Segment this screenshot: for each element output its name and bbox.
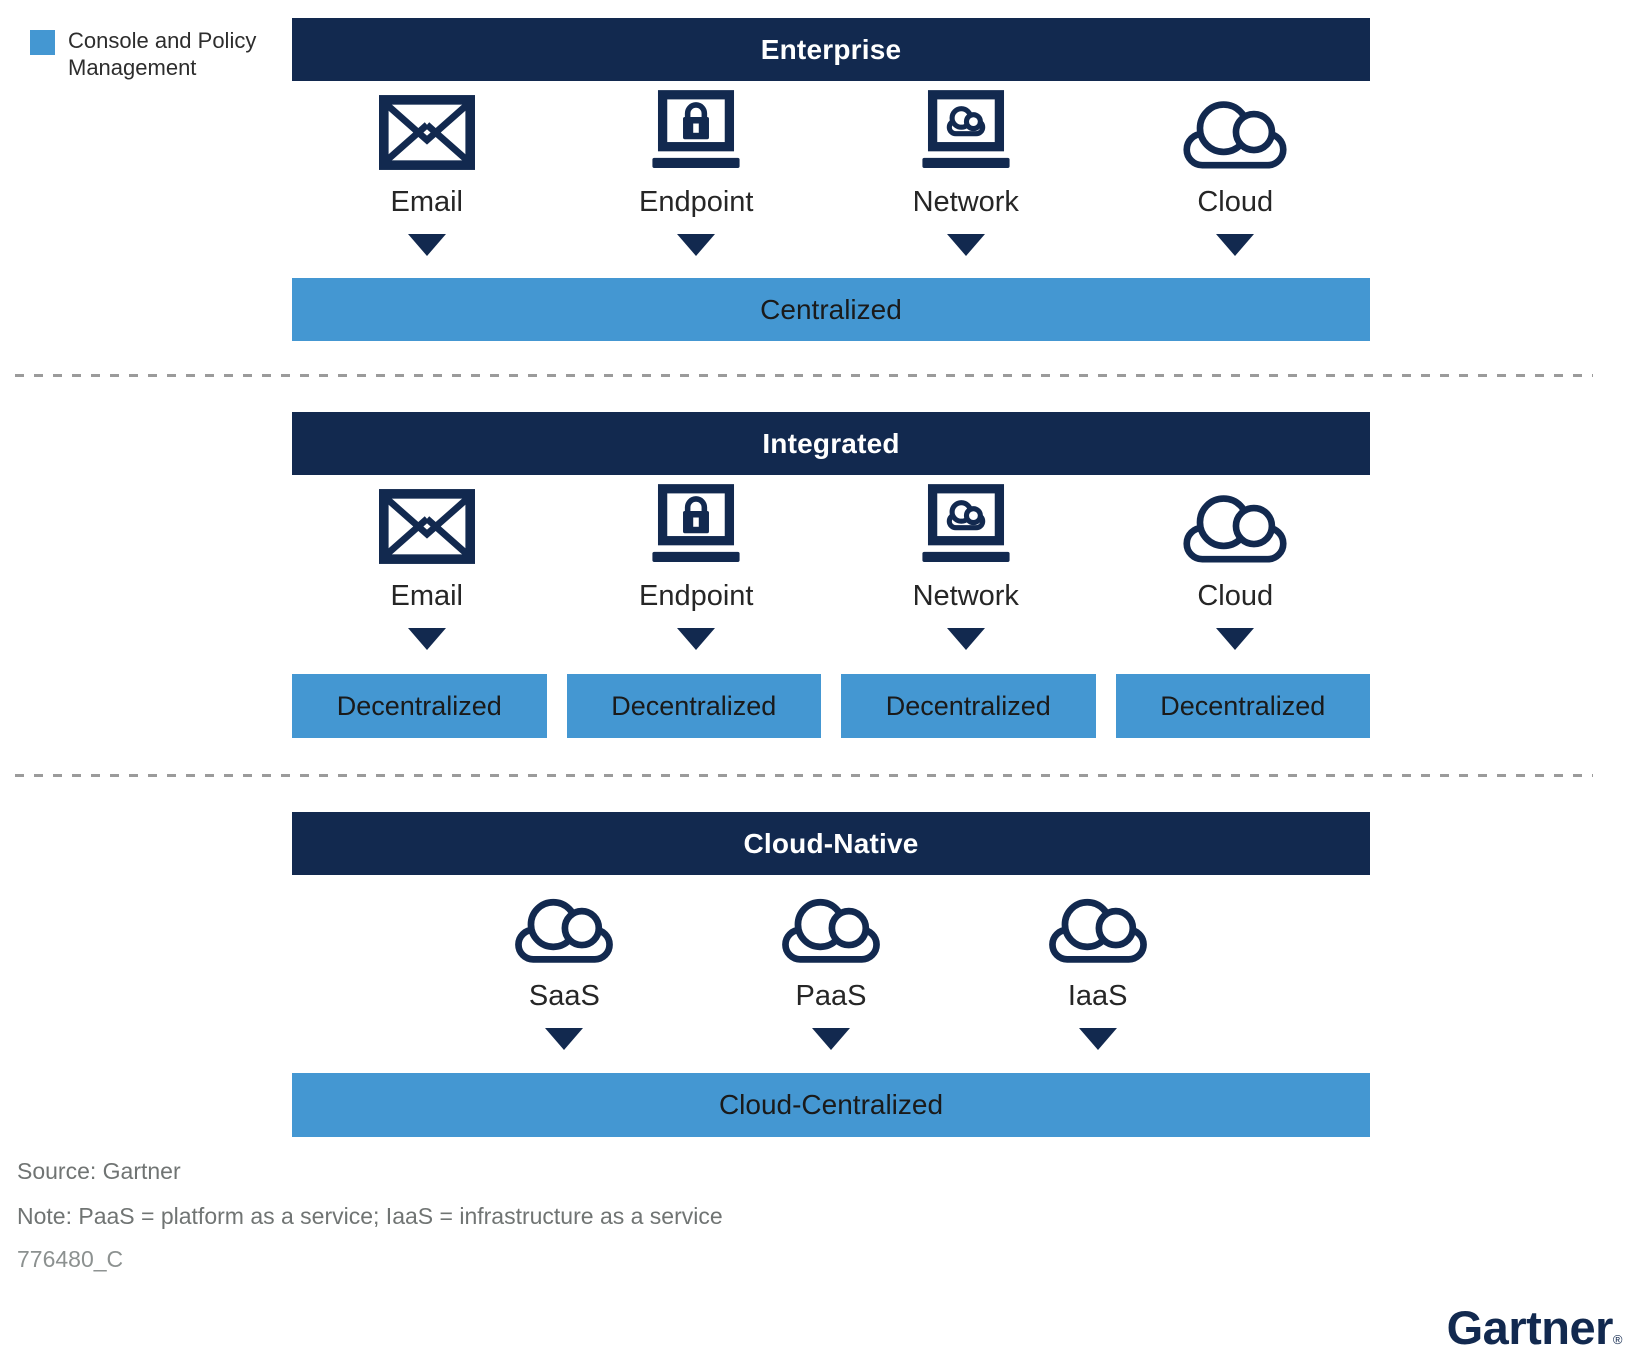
cloud-native-item-saas: SaaS xyxy=(431,888,698,1050)
decentralized-box: Decentralized xyxy=(1115,674,1370,738)
decentralized-label: Decentralized xyxy=(336,690,502,721)
down-arrow-icon xyxy=(545,1028,584,1050)
down-arrow-icon xyxy=(677,234,716,256)
decentralized-label: Decentralized xyxy=(611,690,777,721)
email-icon xyxy=(378,92,475,170)
integrated-item-endpoint: Endpoint xyxy=(562,484,832,650)
decentralized-box: Decentralized xyxy=(841,674,1096,738)
email-icon xyxy=(378,486,475,564)
integrated-item-email: Email xyxy=(292,486,562,650)
item-label: IaaS xyxy=(1067,980,1128,1012)
item-label: Email xyxy=(390,580,463,612)
cloud-native-items-row: SaaS PaaS xyxy=(431,888,1231,1050)
item-label: Network xyxy=(912,580,1019,612)
enterprise-items-row: Email Endpoint xyxy=(292,90,1371,256)
decentralized-label: Decentralized xyxy=(1160,690,1326,721)
down-arrow-icon xyxy=(1078,1028,1117,1050)
item-label: Cloud xyxy=(1197,580,1274,612)
network-icon xyxy=(915,484,1017,564)
down-arrow-icon xyxy=(946,234,985,256)
cloud-native-items-band: SaaS PaaS xyxy=(292,888,1370,1050)
centralized-bar: Centralized xyxy=(292,278,1370,341)
integrated-items-row: Email Endpoint xyxy=(292,484,1371,650)
network-icon xyxy=(915,90,1017,170)
cloud-icon xyxy=(1182,92,1288,170)
item-label: Cloud xyxy=(1197,186,1274,218)
endpoint-icon xyxy=(645,484,747,564)
cloud-centralized-label: Cloud-Centralized xyxy=(718,1089,944,1120)
integrated-item-network: Network xyxy=(831,484,1101,650)
cloud-native-item-iaas: IaaS xyxy=(964,888,1231,1050)
down-arrow-icon xyxy=(946,628,985,650)
registered-trademark-icon: ® xyxy=(1612,1332,1623,1347)
legend: Console and Policy Management xyxy=(30,28,273,82)
item-label: Endpoint xyxy=(639,186,754,218)
source-text: Source: Gartner xyxy=(17,1158,181,1184)
endpoint-icon xyxy=(645,90,747,170)
enterprise-item-email: Email xyxy=(292,92,562,256)
item-label: Endpoint xyxy=(639,580,754,612)
gartner-logo: Gartner® xyxy=(1446,1300,1623,1355)
enterprise-header: Enterprise xyxy=(292,18,1370,81)
cloud-icon xyxy=(1048,888,1148,964)
cloud-native-item-paas: PaaS xyxy=(698,888,965,1050)
gartner-logo-text: Gartner xyxy=(1446,1301,1614,1354)
down-arrow-icon xyxy=(677,628,716,650)
enterprise-item-cloud: Cloud xyxy=(1101,92,1371,256)
integrated-header: Integrated xyxy=(292,412,1370,475)
down-arrow-icon xyxy=(1216,234,1255,256)
down-arrow-icon xyxy=(1216,628,1255,650)
down-arrow-icon xyxy=(812,1028,850,1050)
item-label: Network xyxy=(912,186,1019,218)
cloud-icon xyxy=(514,888,614,964)
integrated-results-row: Decentralized Decentralized Decentralize… xyxy=(292,674,1370,738)
integrated-title: Integrated xyxy=(762,427,900,459)
cloud-icon xyxy=(781,888,881,964)
item-label: Email xyxy=(390,186,463,218)
enterprise-item-endpoint: Endpoint xyxy=(562,90,832,256)
enterprise-title: Enterprise xyxy=(760,33,902,65)
integrated-item-cloud: Cloud xyxy=(1101,486,1371,650)
centralized-label: Centralized xyxy=(760,293,902,325)
down-arrow-icon xyxy=(407,234,446,256)
cloud-native-title: Cloud-Native xyxy=(743,827,919,859)
document-id: 776480_C xyxy=(17,1246,124,1272)
down-arrow-icon xyxy=(407,628,446,650)
item-label: PaaS xyxy=(795,980,867,1012)
legend-label: Console and Policy Management xyxy=(68,28,257,80)
enterprise-item-network: Network xyxy=(831,90,1101,256)
decentralized-box: Decentralized xyxy=(292,674,547,738)
decentralized-label: Decentralized xyxy=(885,690,1051,721)
decentralized-box: Decentralized xyxy=(566,674,821,738)
dashed-divider xyxy=(15,374,1593,377)
cloud-native-header: Cloud-Native xyxy=(292,812,1370,875)
cloud-centralized-bar: Cloud-Centralized xyxy=(292,1073,1370,1137)
legend-color-swatch xyxy=(30,30,55,55)
item-label: SaaS xyxy=(528,980,600,1012)
dashed-divider xyxy=(15,774,1593,777)
note-text: Note: PaaS = platform as a service; IaaS… xyxy=(17,1203,723,1229)
cloud-icon xyxy=(1182,486,1288,564)
